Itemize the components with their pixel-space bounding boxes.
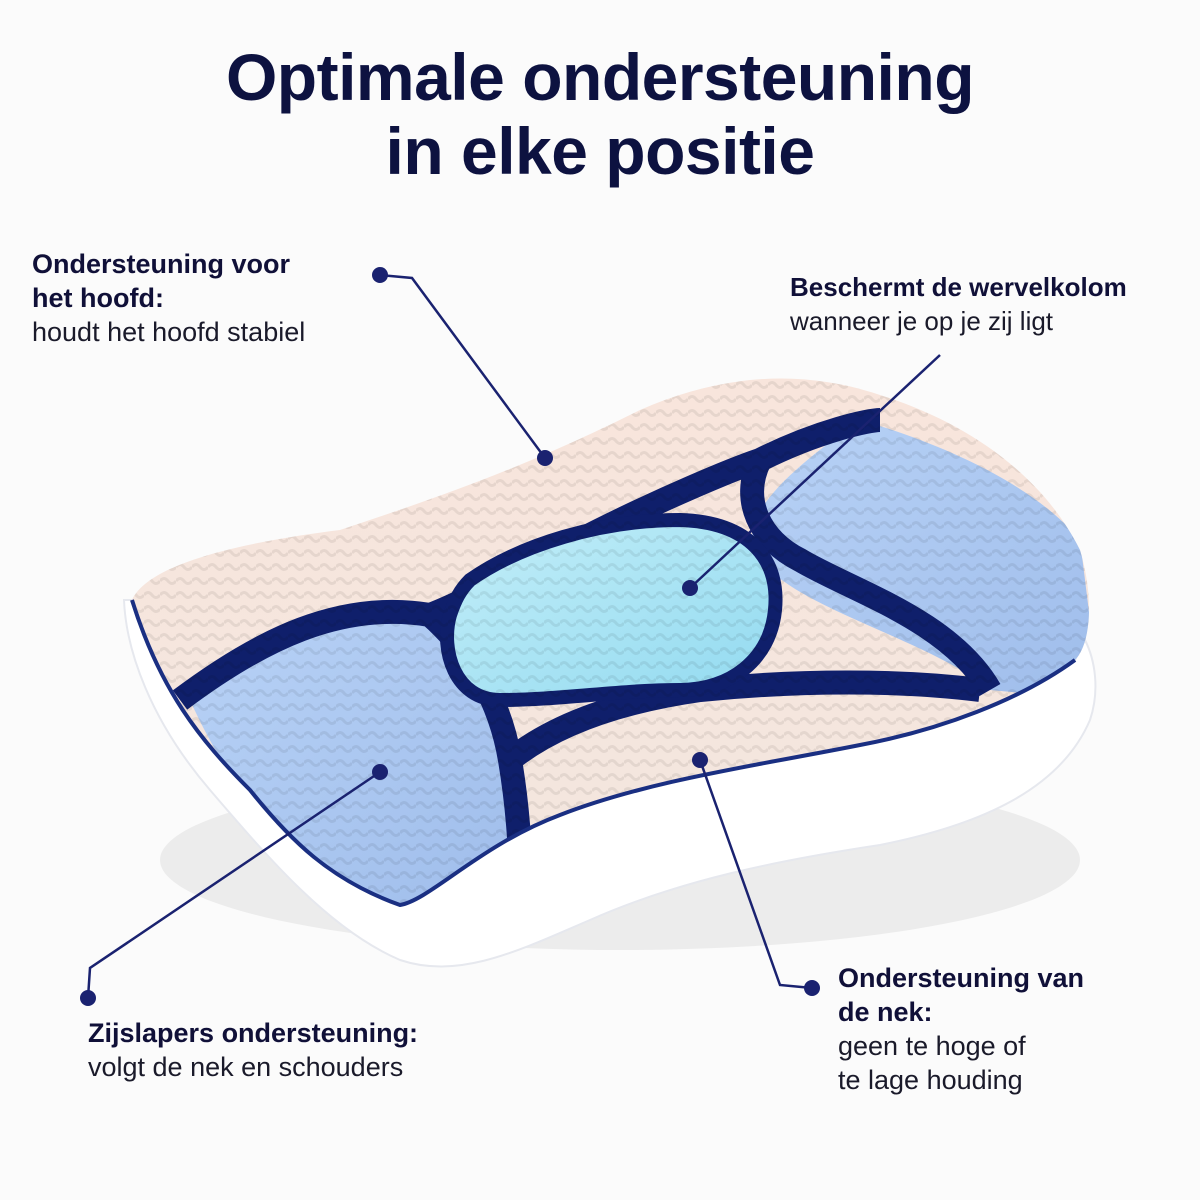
dot-head-target: [537, 450, 553, 466]
leader-head: [379, 273, 547, 459]
callout-neck-text-2: te lage houding: [838, 1065, 1023, 1095]
title-line-2: in elke positie: [385, 114, 815, 188]
callout-head-title-1: Ondersteuning voor: [32, 249, 291, 279]
dot-head-label: [372, 267, 388, 283]
callout-neck-support: Ondersteuning van de nek: geen te hoge o…: [838, 961, 1178, 1097]
callout-spine-protection: Beschermt de wervelkolom wanneer je op j…: [790, 270, 1190, 338]
callout-dots: [80, 267, 820, 1006]
leader-spine: [689, 354, 941, 589]
callout-head-support: Ondersteuning voor het hoofd: houdt het …: [32, 247, 392, 349]
title-line-1: Optimale ondersteuning: [225, 40, 975, 114]
dot-spine-target: [682, 580, 698, 596]
callout-neck-title-1: Ondersteuning van: [838, 963, 1085, 993]
callout-spine-text: wanneer je op je zij ligt: [790, 306, 1054, 336]
leader-side: [86, 770, 381, 999]
dot-side-target: [372, 764, 388, 780]
callout-head-text: houdt het hoofd stabiel: [32, 317, 306, 347]
callout-head-title-2: het hoofd:: [32, 283, 164, 313]
dot-side-label: [80, 990, 96, 1006]
callout-side-text: volgt de nek en schouders: [88, 1052, 404, 1082]
dot-neck-label: [804, 980, 820, 996]
callout-neck-text-1: geen te hoge of: [838, 1031, 1026, 1061]
callout-spine-title: Beschermt de wervelkolom: [790, 272, 1127, 302]
callout-side-title: Zijslapers ondersteuning:: [88, 1018, 419, 1048]
pillow-piping: [130, 599, 1077, 908]
dot-neck-target: [692, 752, 708, 768]
page-title: Optimale ondersteuning in elke positie: [0, 40, 1200, 188]
callout-leaders: [86, 273, 941, 999]
leader-neck: [698, 759, 813, 990]
callout-neck-title-2: de nek:: [838, 997, 933, 1027]
callout-side-sleepers: Zijslapers ondersteuning: volgt de nek e…: [88, 1016, 528, 1084]
